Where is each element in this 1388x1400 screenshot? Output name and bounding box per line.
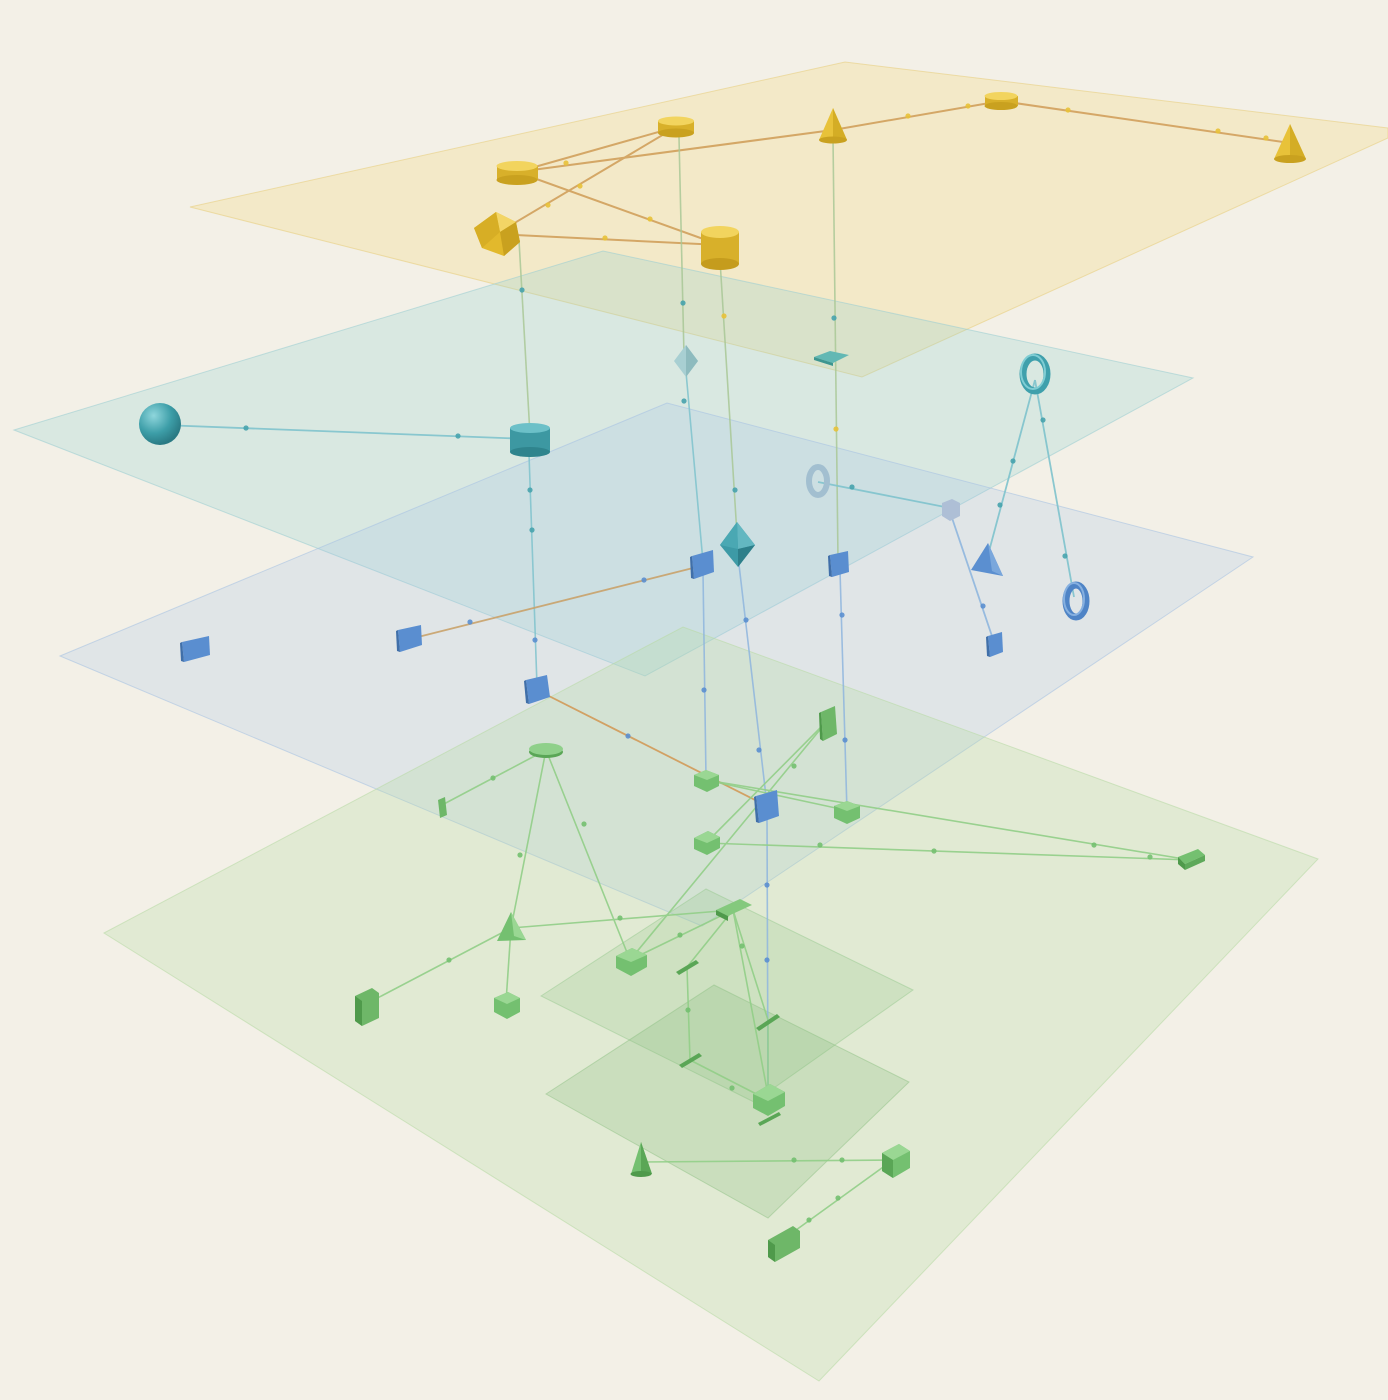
- node-cone-green[interactable]: [630, 1142, 653, 1177]
- node-box-green-7[interactable]: [494, 992, 520, 1019]
- node-pin-green-1[interactable]: [438, 797, 447, 818]
- node-torus-blue[interactable]: [1062, 581, 1090, 621]
- node-torus-teal-ghost[interactable]: [806, 464, 830, 498]
- plane-green: [102, 626, 1319, 1382]
- node-box-blue-5[interactable]: [828, 551, 849, 577]
- node-cone-top-1[interactable]: [819, 108, 847, 144]
- node-box-green-3[interactable]: [834, 801, 860, 824]
- node-box-green-2[interactable]: [694, 770, 719, 792]
- plane-green-sub-lower: [545, 984, 910, 1219]
- nodes-blue: [180, 522, 1090, 823]
- node-cylinder-teal[interactable]: [510, 423, 550, 457]
- node-box-blue-4[interactable]: [524, 675, 550, 704]
- edges-green: [367, 719, 1191, 1239]
- node-box-blue-1[interactable]: [180, 636, 210, 662]
- node-cylinder-top-2[interactable]: [658, 116, 694, 138]
- plane-blue: [58, 402, 1255, 927]
- node-pin-green-4[interactable]: [679, 1053, 702, 1068]
- node-box-blue-3[interactable]: [690, 550, 714, 579]
- node-box-green-10[interactable]: [768, 1226, 800, 1262]
- node-plate-green-2[interactable]: [716, 899, 752, 921]
- node-plate-teal[interactable]: [814, 351, 849, 366]
- node-box-teal-ghost[interactable]: [942, 499, 960, 521]
- node-octahedron-blue[interactable]: [720, 522, 755, 567]
- node-tetrahedron-green[interactable]: [497, 912, 526, 941]
- node-cone-top-2[interactable]: [1274, 124, 1306, 163]
- node-cylinder-top-3[interactable]: [984, 92, 1019, 110]
- plane-top: [189, 61, 1388, 378]
- node-plate-green-1[interactable]: [1178, 849, 1205, 870]
- node-box-green-9[interactable]: [882, 1144, 910, 1178]
- node-box-blue-7[interactable]: [986, 632, 1003, 657]
- node-pin-green-2[interactable]: [676, 960, 699, 975]
- node-icosahedron-top[interactable]: [474, 212, 520, 256]
- node-octahedron-teal-ghost[interactable]: [674, 345, 698, 377]
- node-sphere-teal[interactable]: [139, 403, 181, 445]
- nodes-teal: [139, 345, 1051, 521]
- nodes-green: [355, 706, 1205, 1262]
- node-cylinder-top-1[interactable]: [496, 161, 539, 185]
- edge-markers: [243, 103, 1269, 1223]
- node-box-green-6[interactable]: [355, 988, 379, 1026]
- nodes-top: [474, 92, 1306, 270]
- node-box-green-8[interactable]: [753, 1084, 785, 1116]
- node-box-blue-6[interactable]: [754, 790, 779, 823]
- node-pin-green-5[interactable]: [758, 1112, 781, 1126]
- node-tetrahedron-blue[interactable]: [971, 543, 1003, 576]
- edges-blue: [409, 511, 996, 807]
- node-pin-green-3[interactable]: [756, 1014, 780, 1031]
- edges-teal: [161, 379, 1075, 598]
- node-cylinder-top-4[interactable]: [701, 226, 739, 270]
- node-torus-teal[interactable]: [1019, 353, 1051, 395]
- edges-top: [495, 100, 1291, 246]
- node-box-green-1[interactable]: [819, 706, 837, 741]
- node-box-blue-2[interactable]: [396, 625, 422, 652]
- node-box-green-4[interactable]: [694, 831, 720, 855]
- plane-teal: [12, 250, 1195, 677]
- node-disc-green[interactable]: [529, 743, 563, 758]
- node-box-green-5[interactable]: [616, 948, 647, 976]
